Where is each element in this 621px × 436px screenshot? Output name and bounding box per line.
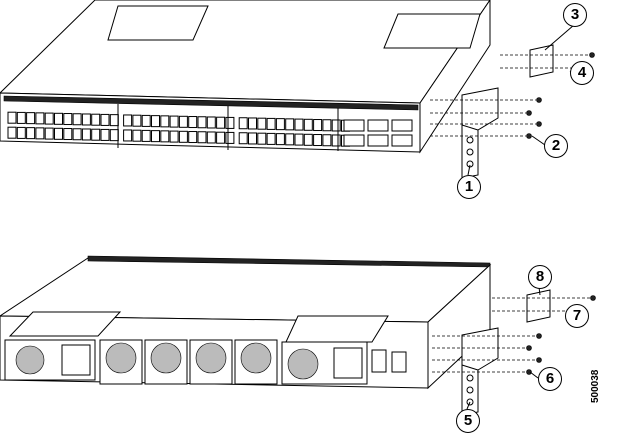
port — [197, 116, 207, 129]
port — [285, 118, 295, 131]
fan-module — [189, 339, 233, 385]
ear-bracket-top — [529, 44, 554, 78]
port — [81, 128, 91, 141]
port — [197, 131, 207, 144]
port — [322, 119, 332, 132]
port — [285, 133, 295, 146]
port — [294, 118, 304, 131]
uplink-port — [343, 134, 365, 147]
port — [275, 118, 285, 131]
port — [123, 114, 133, 127]
rack-bracket-bottom — [461, 327, 499, 416]
screws-top — [430, 52, 595, 139]
port — [178, 115, 188, 128]
port — [303, 118, 313, 131]
uplink-port — [367, 134, 389, 147]
port — [91, 128, 101, 141]
port — [160, 115, 170, 128]
uplink-port — [367, 119, 389, 132]
port — [44, 127, 54, 140]
port — [63, 128, 73, 141]
port — [54, 127, 63, 140]
port — [216, 131, 226, 144]
port — [109, 114, 119, 127]
callout-3: 3 — [563, 3, 587, 27]
ear-bracket-bottom — [526, 289, 551, 323]
port — [216, 116, 226, 129]
port — [44, 112, 54, 125]
port — [16, 126, 26, 139]
port — [294, 133, 304, 146]
port — [35, 127, 45, 140]
port — [238, 117, 248, 130]
port — [151, 130, 160, 143]
fan-module — [99, 339, 143, 385]
port — [141, 114, 151, 127]
port — [331, 119, 341, 132]
port — [248, 132, 257, 145]
uplink-port — [391, 119, 413, 132]
port — [141, 129, 151, 142]
port — [63, 113, 73, 126]
port — [54, 112, 63, 125]
port — [275, 133, 285, 146]
port — [266, 117, 276, 130]
uplink-port — [391, 134, 413, 147]
port — [160, 130, 170, 143]
port — [169, 130, 179, 143]
port — [188, 131, 198, 144]
uplink-port — [343, 119, 365, 132]
port — [91, 113, 101, 126]
port — [257, 132, 267, 145]
callout-2: 2 — [544, 134, 568, 158]
port — [322, 134, 332, 147]
port — [206, 116, 216, 129]
port — [169, 115, 179, 128]
port — [238, 132, 248, 145]
port — [257, 117, 267, 130]
callout-6: 6 — [538, 367, 562, 391]
port — [188, 116, 198, 129]
port — [123, 129, 133, 142]
port — [331, 134, 341, 147]
port — [266, 132, 276, 145]
fan-module — [144, 339, 188, 385]
callout-5: 5 — [456, 409, 480, 433]
figure-id: 500038 — [590, 369, 601, 403]
port — [248, 117, 257, 130]
switch-port-side — [0, 0, 491, 154]
port — [72, 113, 82, 126]
port — [132, 129, 142, 142]
port — [72, 128, 82, 141]
port — [26, 112, 36, 125]
callout-7: 7 — [565, 304, 589, 328]
callout-8: 8 — [528, 265, 552, 289]
port — [151, 115, 160, 128]
port — [132, 114, 142, 127]
port — [7, 126, 17, 139]
port — [7, 111, 17, 124]
port — [206, 131, 216, 144]
switch-rear-side — [0, 255, 492, 390]
port — [35, 112, 45, 125]
callout-1: 1 — [457, 175, 481, 199]
fan-module — [234, 339, 278, 385]
port — [178, 130, 188, 143]
port — [81, 113, 91, 126]
port — [225, 131, 235, 144]
port — [313, 134, 323, 147]
callout-4: 4 — [570, 61, 594, 85]
port — [225, 116, 235, 129]
rack-bracket-top — [461, 87, 499, 179]
port — [313, 119, 323, 132]
port — [109, 129, 119, 142]
port — [16, 111, 26, 124]
port — [100, 113, 110, 126]
port — [100, 128, 110, 141]
port — [303, 133, 313, 146]
port — [26, 127, 36, 140]
